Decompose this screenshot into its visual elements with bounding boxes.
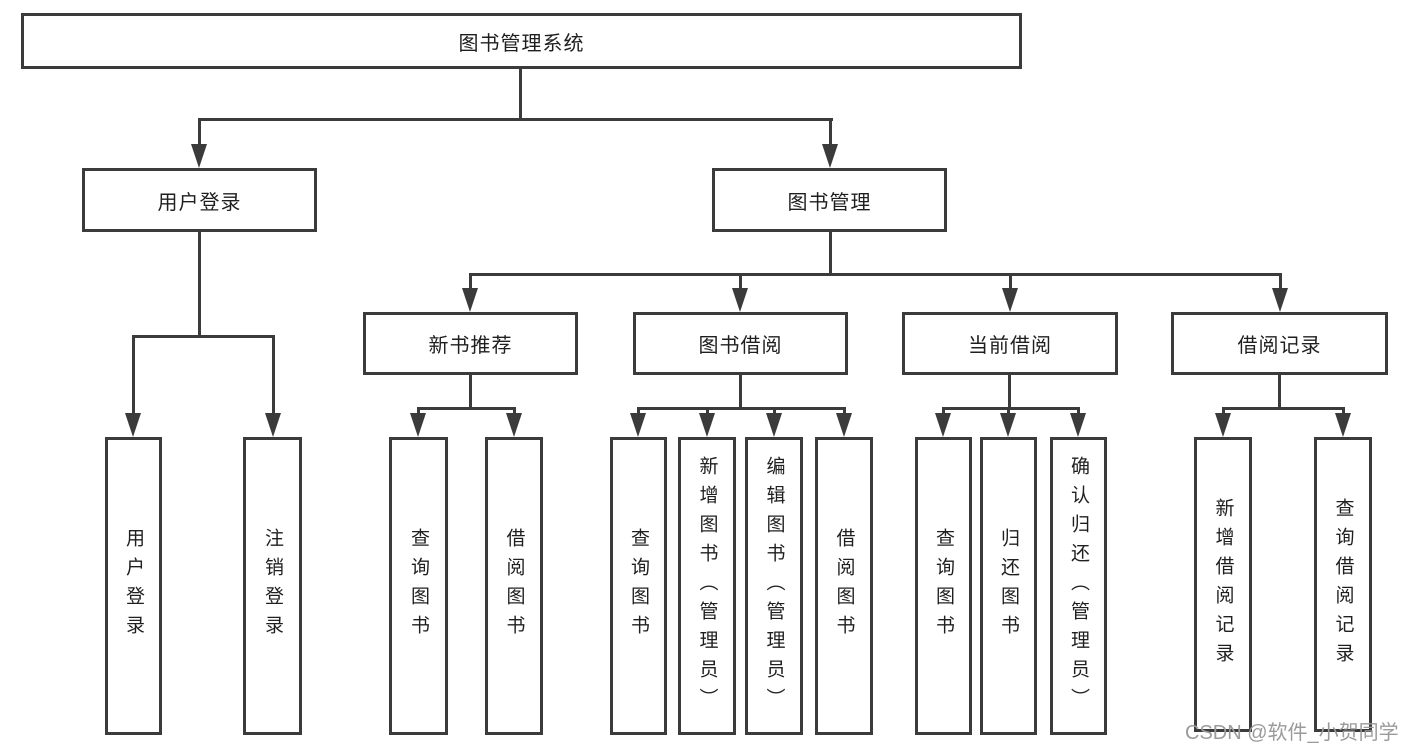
connector-book-borrow-stem [739, 375, 742, 410]
node-borrow-records-label: 借阅记录 [1237, 335, 1322, 357]
arrow-down-icon [265, 413, 281, 437]
arrow-down-icon [1070, 413, 1086, 437]
leaf-rec-query-book: 查询图书 [389, 437, 448, 735]
node-current-borrowing-label: 当前借阅 [968, 335, 1052, 357]
connector-new-book-split [417, 407, 516, 410]
leaf-cb-confirm-return: 确认归还（管理员） [1050, 437, 1107, 735]
leaf-br-query-record-label: 查询借阅记录 [1332, 497, 1354, 672]
leaf-bb-borrow-book: 借阅图书 [815, 437, 873, 735]
leaf-br-add-record: 新增借阅记录 [1194, 437, 1252, 732]
connector-book-mgmt-stem [829, 232, 832, 276]
connector-book-mgmt-split [469, 273, 1282, 276]
leaf-rec-borrow-book: 借阅图书 [485, 437, 543, 735]
leaf-user-login: 用户登录 [105, 437, 162, 735]
connector-user-login-split [132, 335, 275, 338]
leaf-br-query-record: 查询借阅记录 [1314, 437, 1372, 732]
node-current-borrowing: 当前借阅 [902, 312, 1118, 375]
arrow-down-icon [410, 413, 426, 437]
leaf-cb-confirm-return-label: 确认归还（管理员） [1068, 455, 1089, 717]
leaf-bb-edit-book: 编辑图书（管理员） [745, 437, 803, 735]
arrow-down-icon [125, 413, 141, 437]
node-new-book-recommend: 新书推荐 [363, 312, 578, 375]
leaf-rec-borrow-book-label: 借阅图书 [503, 528, 525, 644]
leaf-bb-query-book: 查询图书 [610, 437, 667, 735]
leaf-cb-return-book: 归还图书 [980, 437, 1037, 735]
node-book-management-label: 图书管理 [787, 191, 872, 214]
node-book-borrowing: 图书借阅 [633, 312, 848, 375]
arrow-down-icon [1000, 413, 1016, 437]
connector-borrow-records-stem [1278, 375, 1281, 410]
arrow-down-icon [506, 413, 522, 437]
leaf-bb-query-book-label: 查询图书 [628, 528, 649, 644]
connector-root-stem [519, 69, 522, 120]
connector-current-borrow-split [942, 407, 1080, 410]
connector-drop-user-login [198, 118, 201, 152]
arrow-down-icon [766, 413, 782, 437]
node-borrow-records: 借阅记录 [1171, 312, 1388, 375]
arrow-down-icon [699, 413, 715, 437]
connector-drop-leaf [272, 335, 275, 417]
node-new-book-recommend-label: 新书推荐 [428, 335, 513, 357]
connector-current-borrow-stem [1008, 375, 1011, 410]
arrow-down-icon [1002, 288, 1018, 312]
arrow-down-icon [836, 413, 852, 437]
node-user-login-label: 用户登录 [157, 191, 242, 214]
node-user-login: 用户登录 [82, 168, 317, 232]
connector-book-borrow-split [637, 407, 846, 410]
arrow-down-icon [822, 144, 838, 168]
arrow-down-icon [462, 288, 478, 312]
leaf-user-login-label: 用户登录 [123, 528, 144, 644]
connector-drop-level3 [1279, 273, 1282, 293]
connector-drop-level3 [469, 273, 472, 293]
leaf-cb-query-book-label: 查询图书 [933, 528, 954, 644]
leaf-bb-add-book: 新增图书（管理员） [678, 437, 736, 735]
connector-drop-leaf [132, 335, 135, 417]
node-root: 图书管理系统 [21, 13, 1022, 69]
arrow-down-icon [191, 144, 207, 168]
connector-drop-level3 [1009, 273, 1012, 293]
arrow-down-icon [1272, 288, 1288, 312]
connector-root-split [198, 118, 833, 121]
arrow-down-icon [1335, 413, 1351, 437]
arrow-down-icon [1215, 413, 1231, 437]
leaf-bb-borrow-book-label: 借阅图书 [833, 528, 855, 644]
leaf-logout-label: 注销登录 [262, 528, 283, 644]
connector-new-book-stem [469, 375, 472, 410]
connector-drop-level3 [739, 273, 742, 293]
csdn-watermark: CSDN @软件_小贺同学 [1185, 722, 1399, 744]
leaf-logout: 注销登录 [243, 437, 302, 735]
leaf-cb-return-book-label: 归还图书 [998, 528, 1019, 644]
leaf-bb-add-book-label: 新增图书（管理员） [696, 455, 718, 717]
connector-drop-book-mgmt [829, 118, 832, 152]
node-book-management: 图书管理 [712, 168, 947, 232]
arrow-down-icon [630, 413, 646, 437]
leaf-br-add-record-label: 新增借阅记录 [1212, 497, 1234, 672]
leaf-bb-edit-book-label: 编辑图书（管理员） [763, 455, 785, 717]
leaf-rec-query-book-label: 查询图书 [408, 528, 429, 644]
leaf-cb-query-book: 查询图书 [915, 437, 972, 735]
node-root-label: 图书管理系统 [458, 32, 585, 55]
connector-borrow-records-split [1222, 407, 1345, 410]
connector-user-login-stem [198, 232, 201, 338]
arrow-down-icon [935, 413, 951, 437]
arrow-down-icon [732, 288, 748, 312]
node-book-borrowing-label: 图书借阅 [698, 335, 783, 357]
